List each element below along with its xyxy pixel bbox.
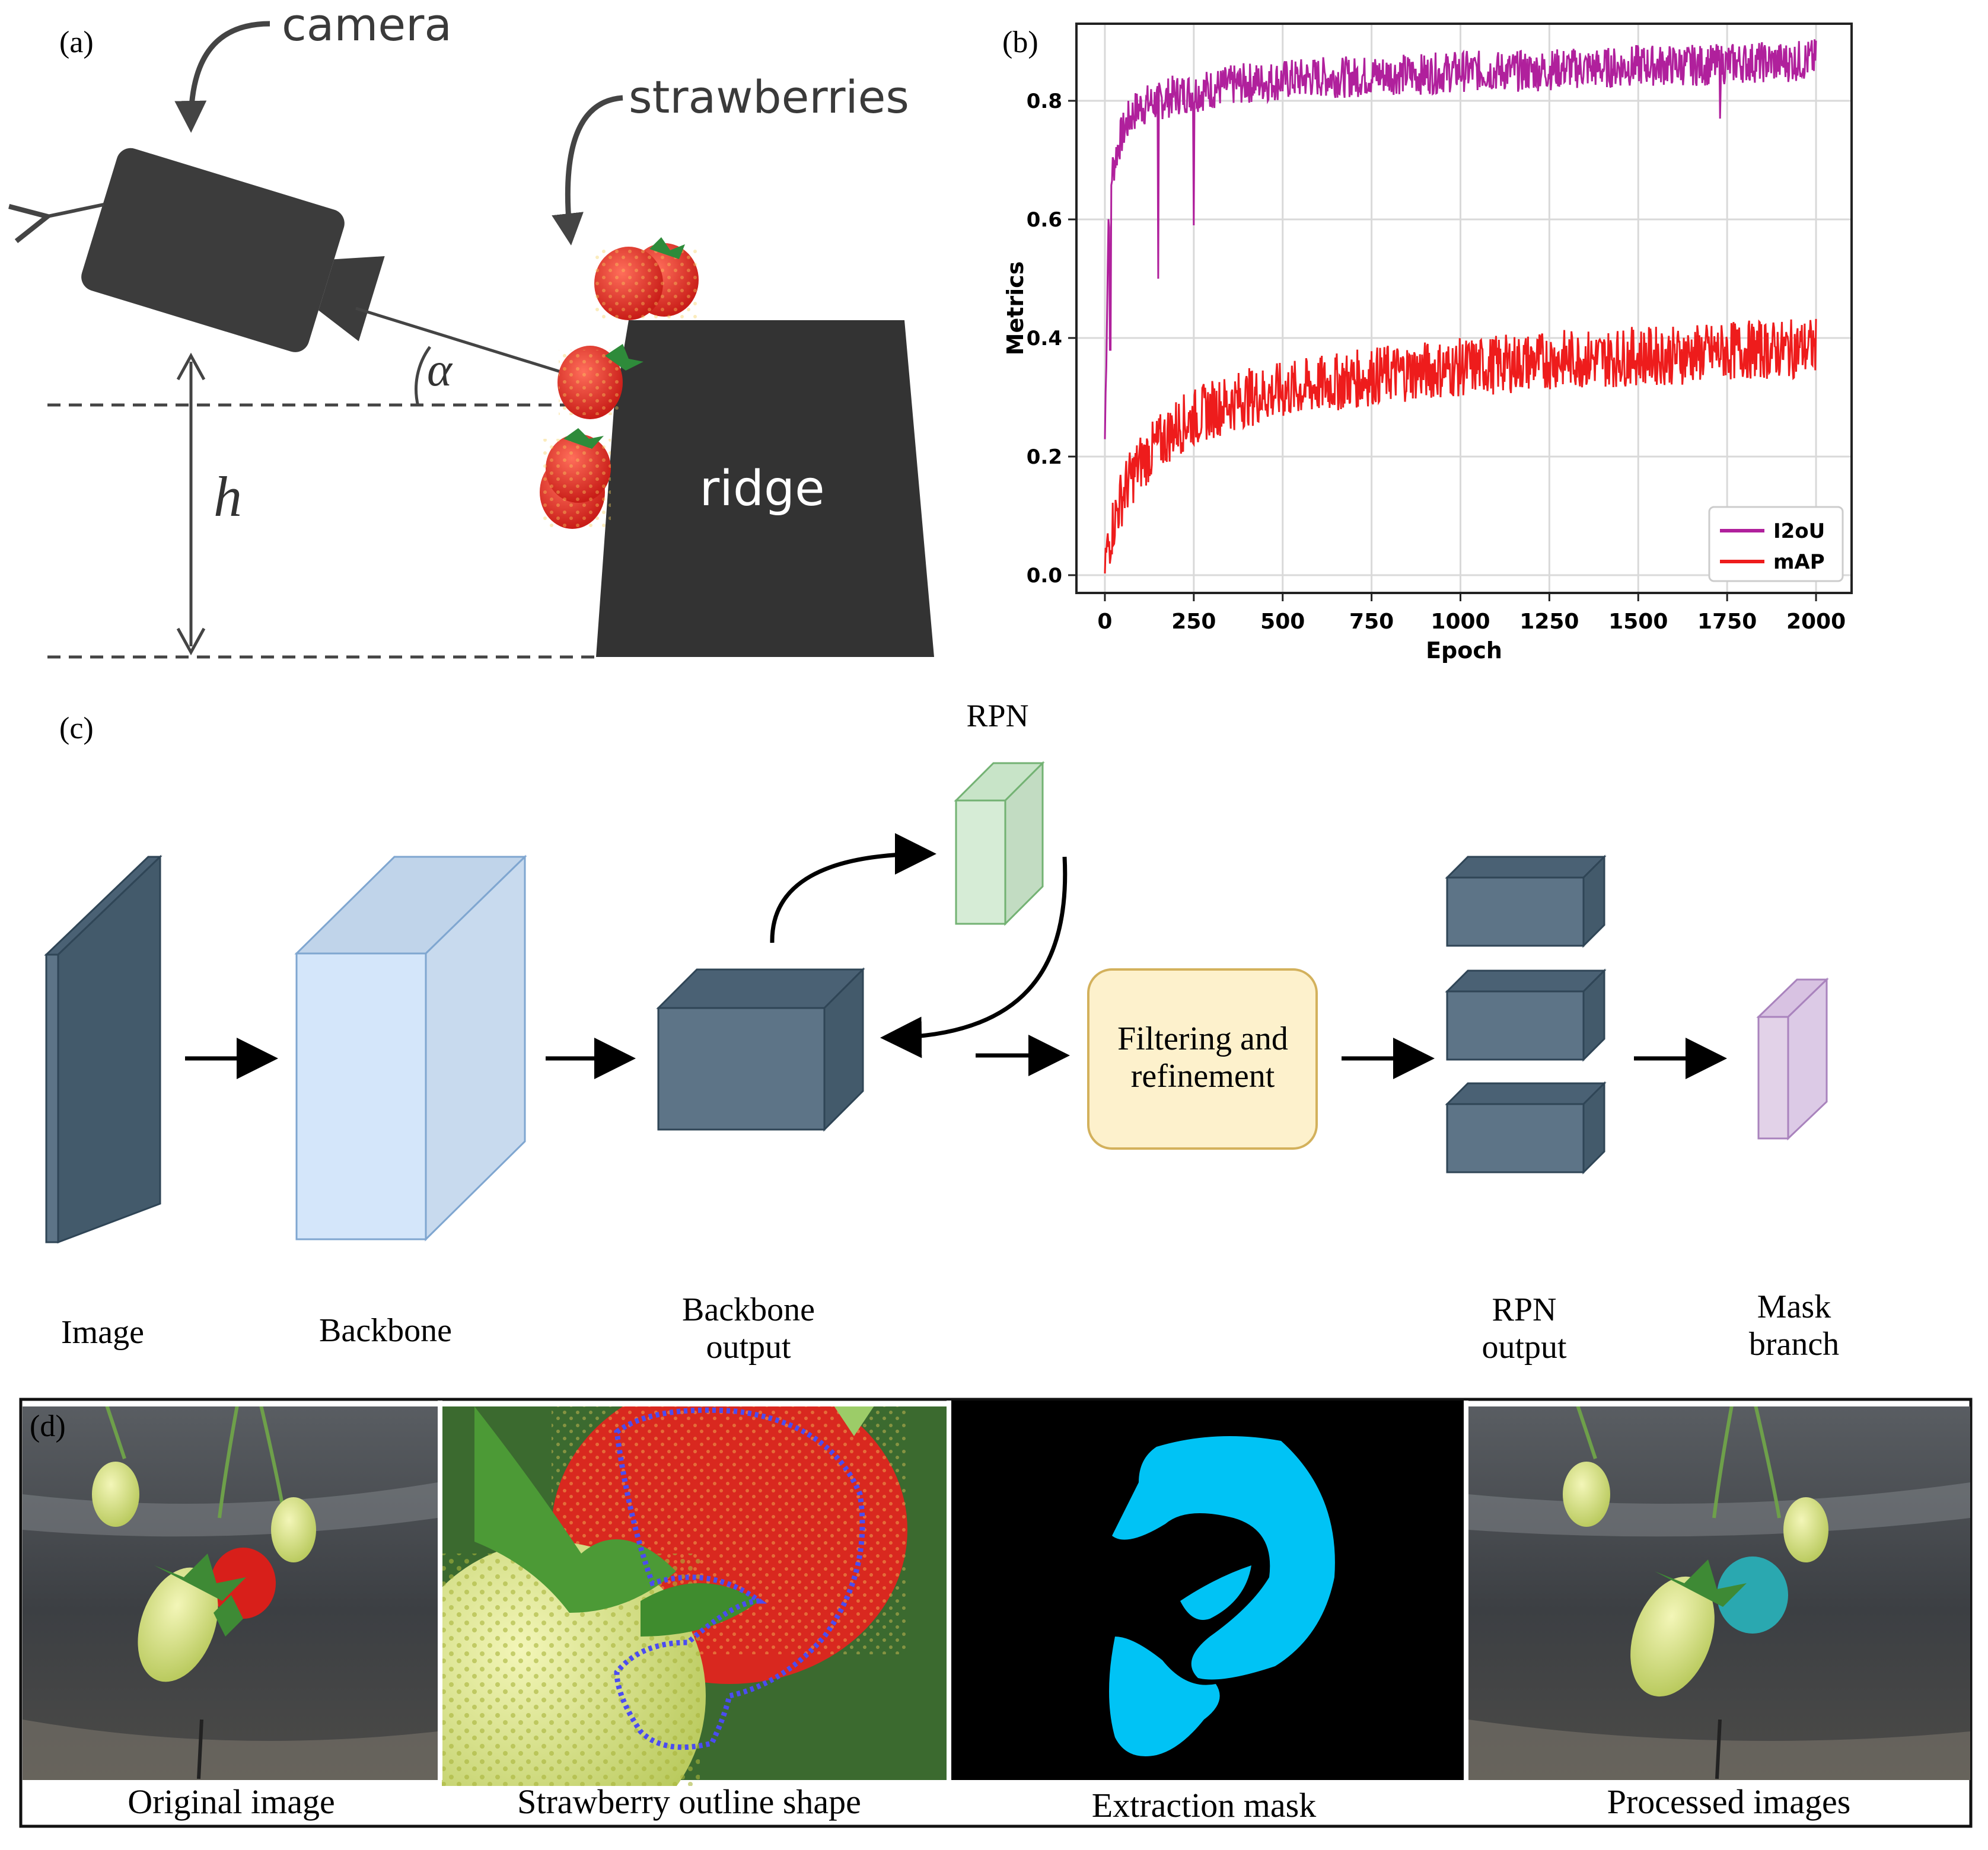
y-tick-label: 0.2 bbox=[1027, 445, 1062, 469]
caption-outline-shape: Strawberry outline shape bbox=[517, 1782, 861, 1821]
caption-original-image: Original image bbox=[128, 1782, 335, 1821]
plot-frame bbox=[1075, 23, 1853, 594]
height-arrow-bottom-head bbox=[176, 627, 206, 656]
strawberry-outline-path bbox=[614, 1407, 865, 1750]
arrow-output-to-rpn bbox=[770, 833, 936, 943]
x-tick-label: 1500 bbox=[1608, 610, 1668, 634]
rpn-block bbox=[954, 761, 1045, 926]
outline-shape-photo bbox=[442, 1406, 947, 1786]
x-tick-label: 1000 bbox=[1431, 610, 1490, 634]
rpn-output-block-3 bbox=[1445, 1081, 1607, 1175]
rpn-output-block-2 bbox=[1445, 968, 1607, 1062]
backbone-block bbox=[294, 854, 527, 1242]
metrics-chart: 0 250 500 750 1000 1250 1500 1750 2000 0.0 0.2 0.4 0… bbox=[1002, 23, 1853, 664]
angle-arc bbox=[415, 346, 432, 407]
extraction-mask-panel bbox=[951, 1401, 1464, 1780]
backbone-output-label-line1: Backbone bbox=[682, 1291, 815, 1328]
y-tick-label: 0.6 bbox=[1027, 208, 1062, 232]
rpn-output-label-line2: output bbox=[1482, 1329, 1567, 1366]
series-line-mAP bbox=[1104, 318, 1817, 574]
panel-d-frame bbox=[19, 1398, 1973, 1828]
rpn-top-label: RPN bbox=[966, 698, 1028, 733]
y-tick-label: 0.0 bbox=[1027, 564, 1062, 588]
filter-label-line1: Filtering and bbox=[1117, 1020, 1288, 1057]
original-image-photo bbox=[23, 1406, 438, 1780]
x-tick-label: 250 bbox=[1171, 610, 1216, 634]
strawberry-cluster-icon bbox=[540, 237, 699, 529]
panel-a-tag: (a) bbox=[59, 25, 94, 59]
caption-extraction-mask: Extraction mask bbox=[1092, 1786, 1317, 1825]
x-tick-label: 1250 bbox=[1519, 610, 1579, 634]
extraction-mask-shape bbox=[1112, 1436, 1335, 1680]
backbone-label: Backbone bbox=[319, 1312, 452, 1349]
ridge-shape bbox=[596, 320, 934, 657]
x-tick-label: 750 bbox=[1349, 610, 1394, 634]
mask-label-line1: Mask bbox=[1757, 1288, 1831, 1325]
rpn-output-label-line1: RPN bbox=[1492, 1291, 1557, 1328]
extraction-mask-shape-lower bbox=[1109, 1637, 1220, 1756]
camera-icon bbox=[81, 148, 385, 352]
x-tick-label: 0 bbox=[1097, 610, 1112, 634]
backbone-output-block bbox=[656, 967, 865, 1132]
x-tick-label: 1750 bbox=[1697, 610, 1757, 634]
mask-label-line2: branch bbox=[1749, 1326, 1839, 1363]
image-label: Image bbox=[61, 1314, 144, 1351]
camera-pointer-arrow bbox=[174, 21, 270, 133]
angle-symbol: α bbox=[427, 344, 453, 396]
legend-label: I2oU bbox=[1773, 519, 1825, 543]
panel-a: (a) camera strawberries α h ridge bbox=[47, 0, 934, 659]
strawberries-label: strawberries bbox=[629, 71, 909, 123]
camera-view-arrow bbox=[47, 203, 104, 216]
panel-b: (b) 0 250 500 750 1000 1250 1500 1750 2000 0.0 0.2… bbox=[1002, 23, 1853, 664]
y-axis-label: Metrics bbox=[1002, 261, 1028, 356]
height-symbol: h bbox=[214, 465, 242, 528]
rpn-output-stack bbox=[1445, 854, 1607, 1175]
x-tick-label: 2000 bbox=[1786, 610, 1846, 634]
panel-d-tag: (d) bbox=[30, 1409, 66, 1443]
panel-b-tag: (b) bbox=[1002, 25, 1038, 59]
x-tick-label: 500 bbox=[1260, 610, 1305, 634]
x-axis-label: Epoch bbox=[1426, 637, 1502, 664]
camera-axis-line bbox=[355, 307, 567, 375]
camera-label: camera bbox=[282, 0, 452, 51]
image-block bbox=[44, 854, 163, 1244]
filter-label-line2: refinement bbox=[1131, 1058, 1275, 1095]
filtering-refinement-box bbox=[1087, 968, 1318, 1150]
ridge-label: ridge bbox=[699, 461, 824, 517]
rpn-output-block-1 bbox=[1445, 854, 1607, 948]
panel-d: (d) Original image Strawberry outline sh… bbox=[19, 1398, 1973, 1828]
arrow-rpn-to-output bbox=[880, 856, 1068, 1058]
y-tick-label: 0.8 bbox=[1027, 90, 1062, 113]
mask-branch-block bbox=[1756, 977, 1829, 1141]
panel-c-tag: (c) bbox=[59, 712, 94, 745]
series-line-I2oU bbox=[1104, 39, 1817, 439]
height-arrow-top-head bbox=[176, 352, 206, 381]
panel-c: (c) RPN bbox=[44, 698, 1839, 1366]
legend-label: mAP bbox=[1773, 550, 1825, 574]
processed-image-photo bbox=[1468, 1406, 1970, 1780]
backbone-output-label-line2: output bbox=[706, 1329, 791, 1366]
caption-processed-images: Processed images bbox=[1607, 1782, 1851, 1821]
strawberries-pointer-arrow bbox=[552, 95, 623, 245]
y-tick-label: 0.4 bbox=[1027, 327, 1062, 350]
